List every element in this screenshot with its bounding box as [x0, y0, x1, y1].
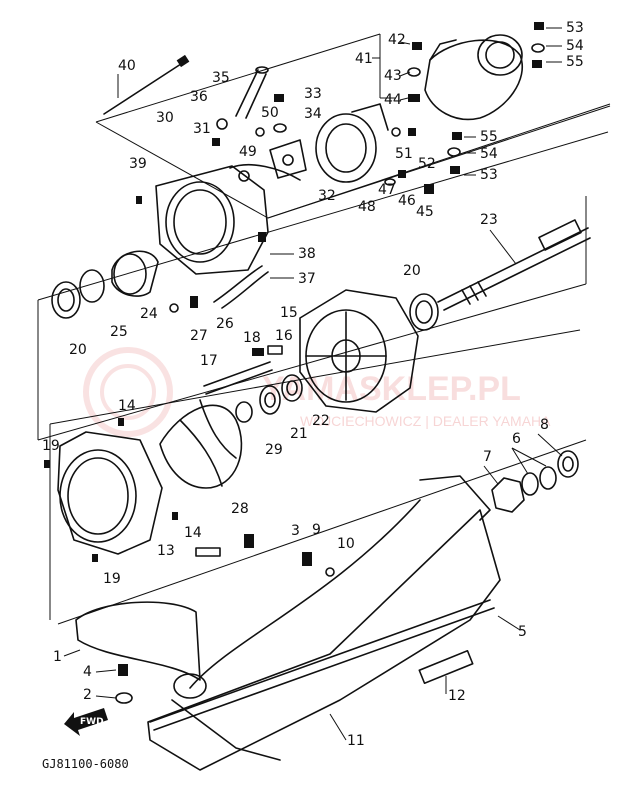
bearing-21-part	[259, 385, 281, 415]
watermark-sub-text: WOJCIECHOWICZ | DEALER YAMAHA	[300, 413, 551, 429]
callout-c53b: 53	[480, 167, 498, 183]
callout-c17: 17	[200, 353, 218, 369]
callout-c25: 25	[110, 324, 128, 340]
callout-c27: 27	[190, 328, 208, 344]
bracket-part	[269, 139, 307, 179]
callout-c51: 51	[395, 146, 413, 162]
section-outlines	[37, 33, 611, 625]
callout-c24: 24	[140, 306, 158, 322]
callout-c32: 32	[318, 188, 336, 204]
hose-part	[213, 265, 269, 309]
callout-c33: 33	[304, 86, 322, 102]
callout-c16: 16	[275, 328, 293, 344]
callout-c36: 36	[190, 89, 208, 105]
callout-c40: 40	[118, 58, 136, 74]
callout-c31: 31	[193, 121, 211, 137]
callout-c54a: 54	[566, 38, 584, 54]
callout-c1: 1	[53, 649, 62, 665]
callout-c13: 13	[157, 543, 175, 559]
callout-c4: 4	[83, 664, 92, 680]
impeller-housing-part	[299, 289, 419, 413]
small-hardware	[44, 22, 545, 704]
callout-c52: 52	[418, 156, 436, 172]
trim-strip-part	[149, 599, 495, 731]
shim-part	[418, 649, 474, 685]
callout-c55b: 55	[480, 129, 498, 145]
callout-c42: 42	[388, 32, 406, 48]
plate-part	[75, 601, 201, 681]
nozzle-part	[424, 34, 523, 121]
bearing-6-part	[521, 466, 557, 496]
callout-c14b: 14	[184, 525, 202, 541]
bearing-right-part	[409, 293, 439, 331]
callout-c45: 45	[416, 204, 434, 220]
callout-c14a: 14	[118, 398, 136, 414]
callout-c11: 11	[347, 733, 365, 749]
callout-c15: 15	[280, 305, 298, 321]
o-ring-part	[79, 269, 105, 303]
callout-c44: 44	[384, 92, 402, 108]
pump-cover-part	[155, 164, 301, 275]
callout-c55a: 55	[566, 54, 584, 70]
callout-c46: 46	[398, 193, 416, 209]
callout-c49: 49	[239, 144, 257, 160]
bearing-left-part	[51, 281, 81, 319]
callout-c50: 50	[261, 105, 279, 121]
callout-c6: 6	[512, 431, 521, 447]
callout-c10: 10	[337, 536, 355, 552]
callout-c47: 47	[378, 182, 396, 198]
hull-duct-part	[147, 475, 501, 771]
callout-c2: 2	[83, 687, 92, 703]
callout-c7: 7	[483, 449, 492, 465]
callout-c19b: 19	[103, 571, 121, 587]
watermark-main-text: YAMASKLEP.PL	[262, 370, 521, 408]
callout-c39: 39	[129, 156, 147, 172]
fwd-label: FWD	[80, 717, 104, 727]
callout-c20b: 20	[69, 342, 87, 358]
callout-c37: 37	[298, 271, 316, 287]
drive-shaft-part	[437, 219, 591, 311]
callout-c20a: 20	[403, 263, 421, 279]
callout-c29: 29	[265, 442, 283, 458]
callout-c5: 5	[518, 624, 527, 640]
callout-c21: 21	[290, 426, 308, 442]
callout-c54b: 54	[480, 146, 498, 162]
callout-c22: 22	[312, 413, 330, 429]
callout-c30: 30	[156, 110, 174, 126]
callout-c35: 35	[212, 70, 230, 86]
callout-c26: 26	[216, 316, 234, 332]
callout-c38: 38	[298, 246, 316, 262]
cap-8-part	[557, 450, 579, 478]
callout-c8: 8	[540, 417, 549, 433]
seal-22-part	[281, 374, 303, 402]
callout-c23: 23	[480, 212, 498, 228]
callout-c48: 48	[358, 199, 376, 215]
forward-arrow-icon: FWD	[64, 708, 108, 736]
impeller-part	[159, 399, 243, 489]
intake-housing-part	[57, 431, 163, 555]
cap-part	[111, 250, 159, 297]
callout-c3: 3	[291, 523, 300, 539]
callout-c43: 43	[384, 68, 402, 84]
callout-c34: 34	[304, 106, 322, 122]
leader-lines	[63, 27, 563, 741]
nut-7-part	[491, 477, 525, 513]
callout-c41: 41	[355, 51, 373, 67]
callout-c53a: 53	[566, 20, 584, 36]
callout-c28: 28	[231, 501, 249, 517]
callout-c9: 9	[312, 522, 321, 538]
pin-17-part	[203, 361, 273, 395]
deflector-ring-part	[315, 103, 389, 183]
callout-c12: 12	[448, 688, 466, 704]
callout-c18: 18	[243, 330, 261, 346]
part-code: GJ81100-6080	[42, 757, 129, 771]
long-bolt-part	[103, 54, 190, 115]
pin-part	[235, 66, 269, 119]
callout-c19a: 19	[42, 438, 60, 454]
washer-29-part	[235, 401, 253, 423]
